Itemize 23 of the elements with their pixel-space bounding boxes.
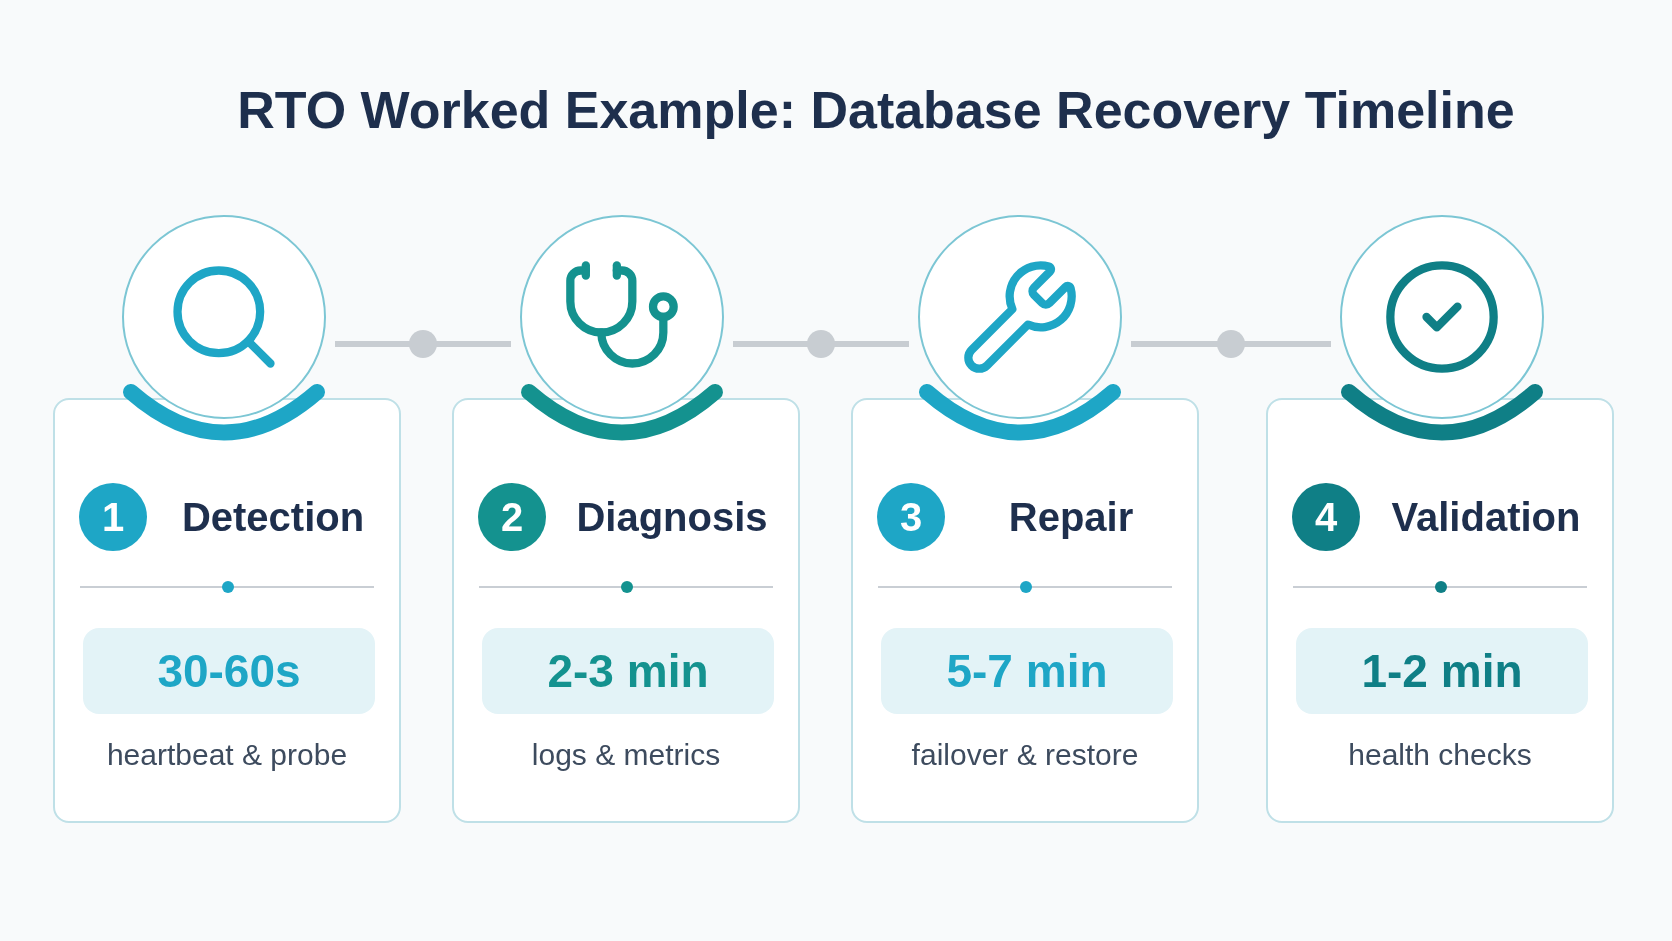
timeline-connector (733, 341, 909, 347)
duration-pill: 1-2 min (1296, 628, 1588, 714)
timeline-connector (335, 341, 511, 347)
step-card (1266, 398, 1614, 823)
step-number-badge: 2 (478, 483, 546, 551)
step-title: Detection (180, 497, 366, 537)
step-card (53, 398, 401, 823)
duration-pill: 30-60s (83, 628, 375, 714)
step-card (452, 398, 800, 823)
timeline-connector (1131, 341, 1331, 347)
step-description: logs & metrics (530, 740, 722, 770)
step-description: failover & restore (910, 740, 1140, 770)
duration-pill: 5-7 min (881, 628, 1173, 714)
step-card (851, 398, 1199, 823)
duration-pill: 2-3 min (482, 628, 774, 714)
step-title: Diagnosis (575, 497, 769, 537)
step-description: health checks (1347, 740, 1533, 770)
step-number-badge: 1 (79, 483, 147, 551)
step-title: Validation (1390, 497, 1582, 537)
step-number-badge: 3 (877, 483, 945, 551)
step-description: heartbeat & probe (105, 740, 349, 770)
step-number-badge: 4 (1292, 483, 1360, 551)
step-title: Repair (1007, 497, 1135, 537)
